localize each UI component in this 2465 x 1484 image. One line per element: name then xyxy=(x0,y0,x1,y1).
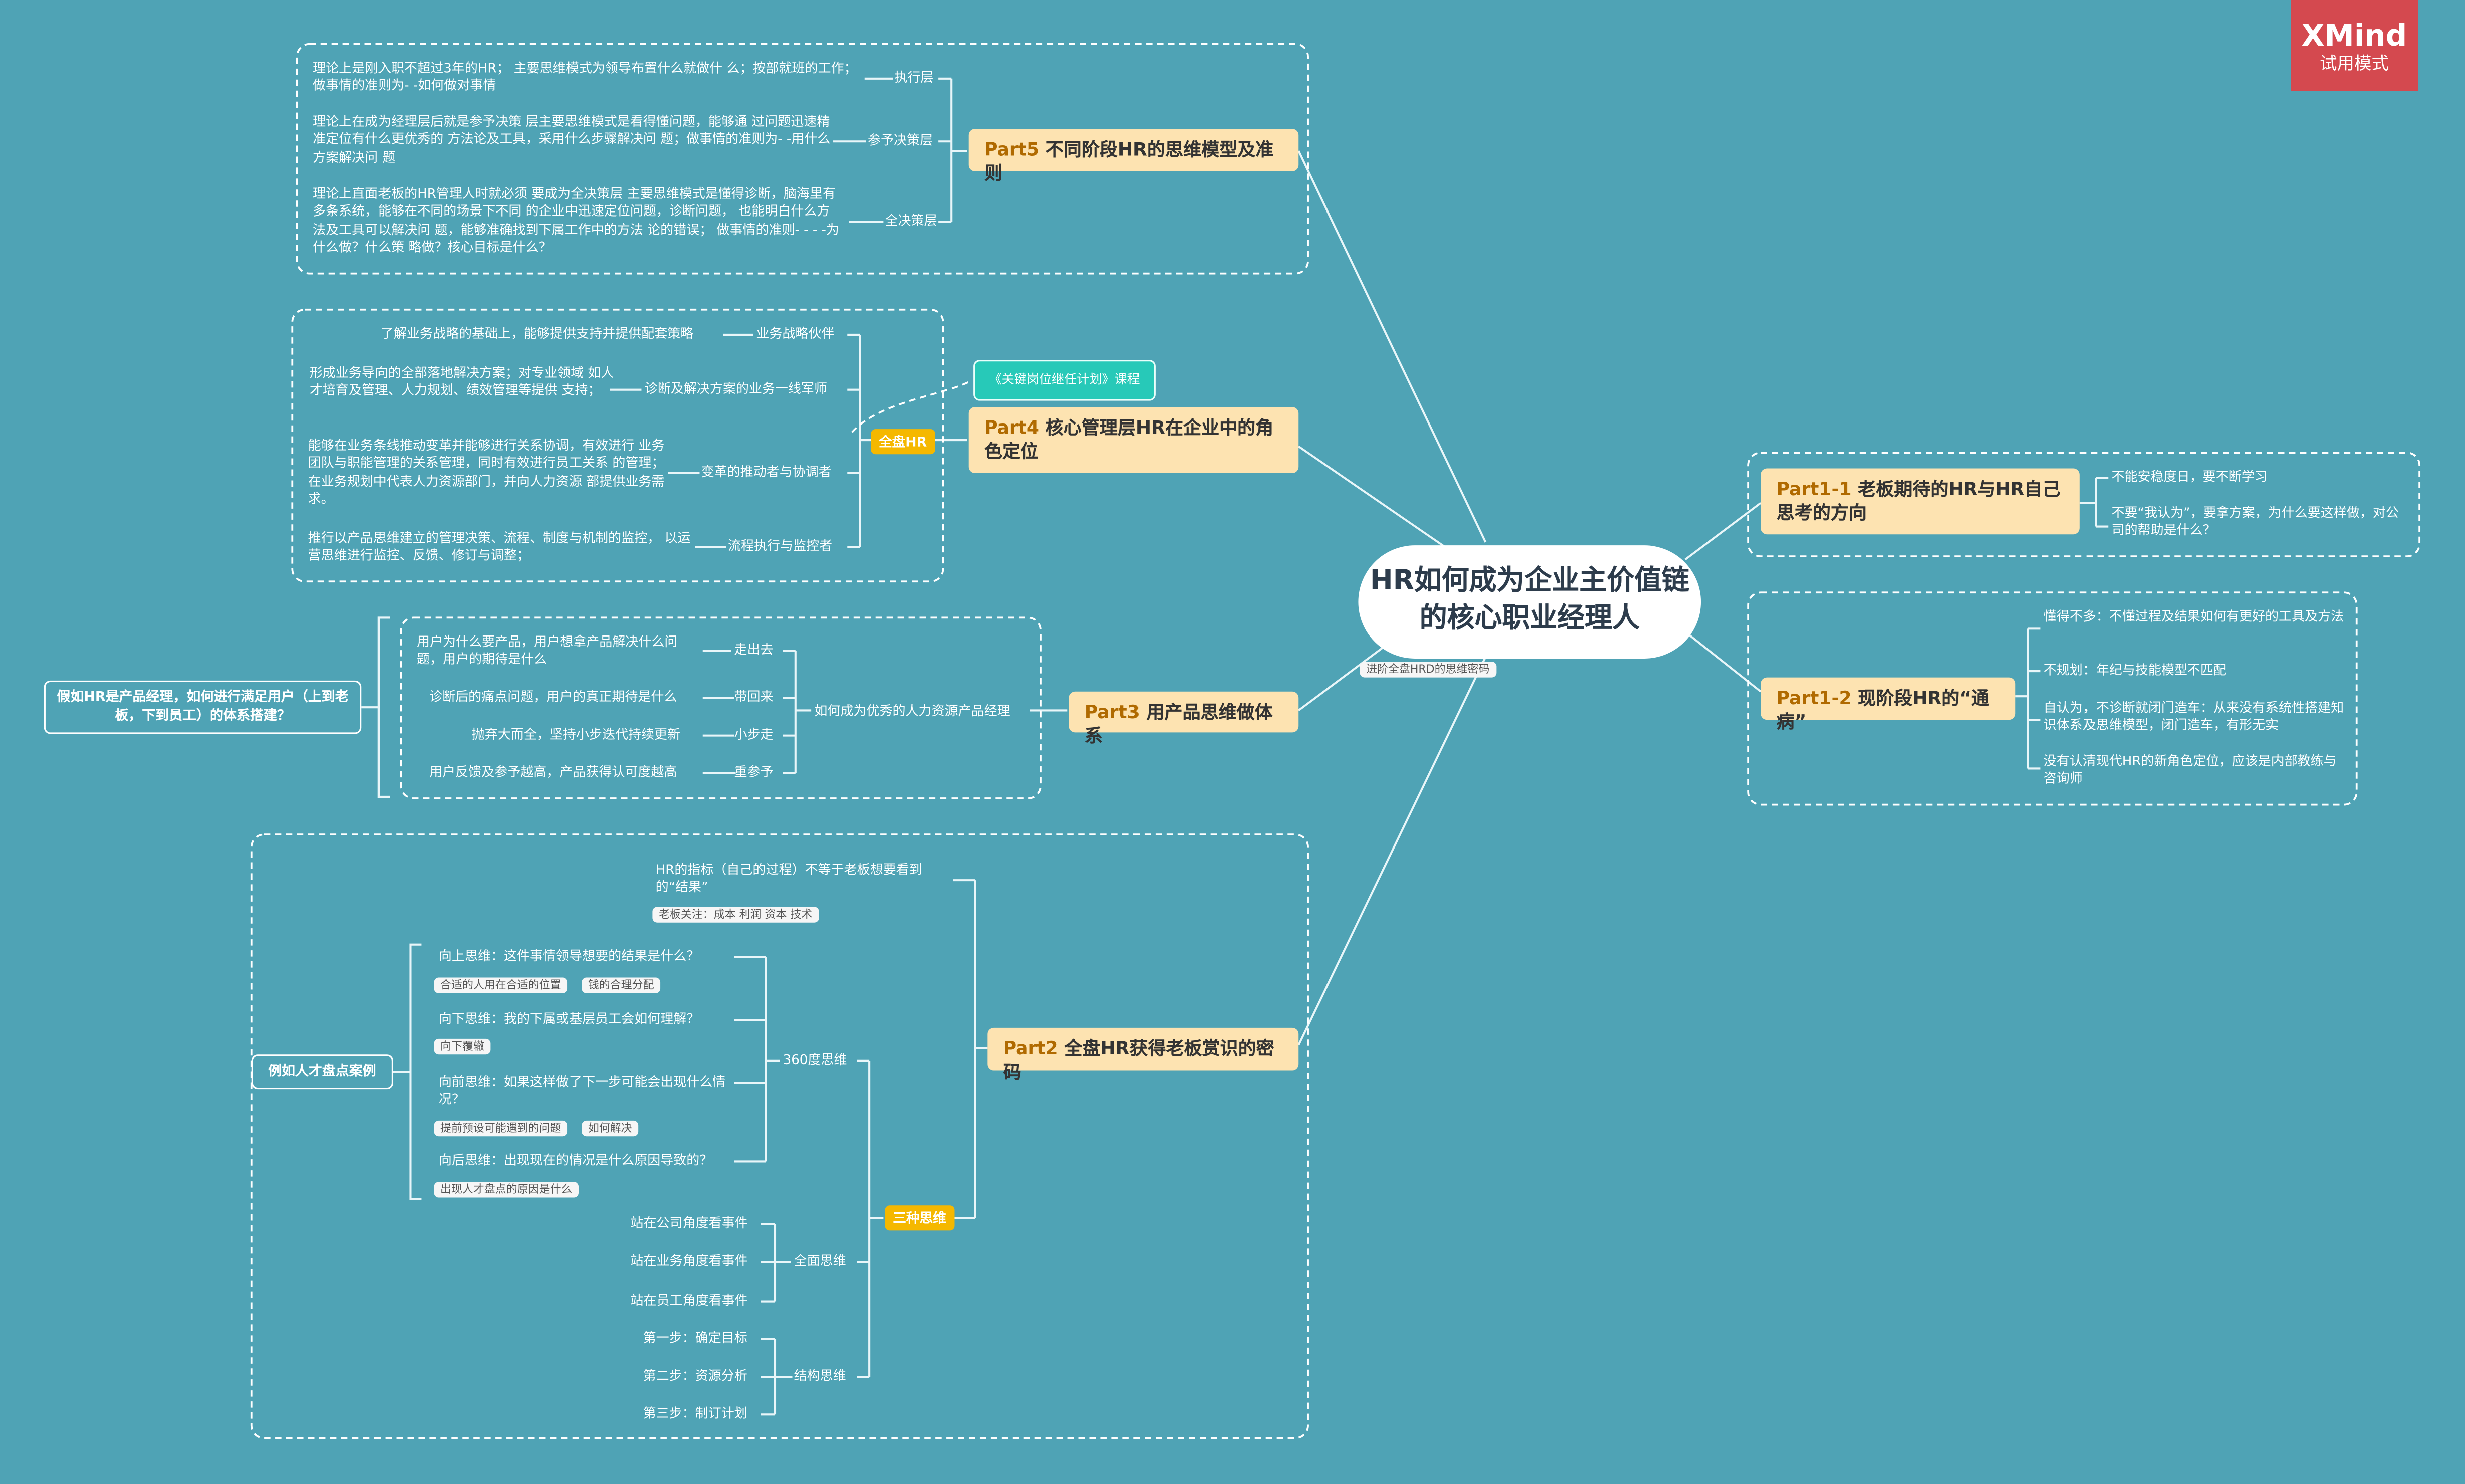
central-tag: 进阶全盘HRD的思维密码 xyxy=(1360,662,1496,678)
part4-role-label[interactable]: 流程执行与监控者 xyxy=(727,537,833,553)
part4-role-desc[interactable]: 形成业务导向的全部落地解决方案；对专业领域 如人才培育及管理、人力规划、绩效管理… xyxy=(309,364,614,398)
part4-topic[interactable]: Part4 核心管理层HR在企业中的角色定位 xyxy=(968,407,1299,473)
part3-step-desc[interactable]: 诊断后的痛点问题，用户的真正期待是什么 xyxy=(429,688,677,704)
thinking-item[interactable]: 向上思维：这件事情领导想要的结果是什么？ xyxy=(438,947,700,964)
whole-thinking-item[interactable]: 站在公司角度看事件 xyxy=(630,1215,748,1231)
part3-title: 用产品思维做体系 xyxy=(1084,701,1273,747)
part4-role-label[interactable]: 业务战略伙伴 xyxy=(756,325,835,341)
part4-role-label[interactable]: 诊断及解决方案的业务一线军师 xyxy=(644,380,828,396)
part5-number: Part5 xyxy=(984,138,1040,160)
part4-role-desc[interactable]: 推行以产品思维建立的管理决策、流程、制度与机制的监控， 以运营思维进行监控、反馈… xyxy=(308,529,691,563)
three-thinking-badge[interactable]: 三种思维 xyxy=(885,1205,955,1231)
brand-name: XMind xyxy=(2301,19,2407,54)
part4-number: Part4 xyxy=(984,416,1040,439)
thinking-tag: 合适的人用在合适的位置 xyxy=(434,977,568,993)
part4-title: 核心管理层HR在企业中的角色定位 xyxy=(984,416,1274,462)
part5-level-label[interactable]: 执行层 xyxy=(894,69,934,85)
case-note[interactable]: 例如人才盘点案例 xyxy=(251,1054,393,1090)
part1-1-item[interactable]: 不要“我认为”，要拿方案，为什么要这样做，对公司的帮助是什么？ xyxy=(2111,504,2399,538)
part5-title: 不同阶段HR的思维模型及准则 xyxy=(984,138,1274,184)
part3-step-desc[interactable]: 抛弃大而全，坚持小步迭代持续更新 xyxy=(471,726,681,742)
part5-level-desc[interactable]: 理论上直面老板的HR管理人时就必须 要成为全决策层 主要思维模式是懂得诊断，脑海… xyxy=(313,185,839,255)
part3-step-label[interactable]: 带回来 xyxy=(734,688,774,704)
thinking-tag: 钱的合理分配 xyxy=(582,977,661,993)
thinking-tag: 如何解决 xyxy=(582,1120,639,1137)
part3-step-desc[interactable]: 用户为什么要产品，用户想拿产品解决什么问 题，用户的期待是什么 xyxy=(417,633,678,667)
thinking-tag: 提前预设可能遇到的问题 xyxy=(434,1120,568,1137)
part3-number: Part3 xyxy=(1084,701,1140,723)
thinking-tag: 出现人才盘点的原因是什么 xyxy=(434,1182,579,1198)
part1-1-item[interactable]: 不能安稳度日，要不断学习 xyxy=(2111,468,2268,484)
thinking-item[interactable]: 向下思维：我的下属或基层员工会如何理解？ xyxy=(438,1010,700,1026)
part4-role-desc[interactable]: 了解业务战略的基础上，能够提供支持并提供配套策略 xyxy=(380,325,694,341)
thinking-360-label[interactable]: 360度思维 xyxy=(783,1051,847,1068)
part2-number: Part2 xyxy=(1003,1037,1058,1059)
part5-level-label[interactable]: 全决策层 xyxy=(885,212,937,228)
part1-1-topic[interactable]: Part1-1 老板期待的HR与HR自己思考的方向 xyxy=(1761,468,2080,535)
part3-question[interactable]: 如何成为优秀的人力资源产品经理 xyxy=(814,702,1010,719)
central-topic[interactable]: HR如何成为企业主价值链的核心职业经理人 xyxy=(1358,545,1701,659)
part4-role-desc[interactable]: 能够在业务条线推动变革并能够进行关系协调，有效进行 业务团队与职能管理的关系管理… xyxy=(308,437,665,506)
part2-metric[interactable]: HR的指标（自己的过程）不等于老板想要看到的“结果” xyxy=(655,861,922,895)
whole-thinking-item[interactable]: 站在员工角度看事件 xyxy=(630,1292,748,1308)
thinking-tag: 向下覆辙 xyxy=(434,1038,491,1055)
part5-level-desc[interactable]: 理论上在成为经理层后就是参予决策 层主要思维模式是看得懂问题，能够通 过问题迅速… xyxy=(313,113,831,164)
part1-1-title: 老板期待的HR与HR自己思考的方向 xyxy=(1776,478,2061,524)
part5-topic[interactable]: Part5 不同阶段HR的思维模型及准则 xyxy=(968,129,1299,184)
part1-2-topic[interactable]: Part1-2 现阶段HR的“通病” xyxy=(1761,677,2016,732)
course-link[interactable]: 《关键岗位继任计划》课程 xyxy=(973,360,1156,401)
brand-mode: 试用模式 xyxy=(2320,53,2389,74)
xmind-brand-badge: XMind 试用模式 xyxy=(2291,0,2418,91)
part3-topic[interactable]: Part3 用产品思维做体系 xyxy=(1069,691,1299,747)
part3-step-desc[interactable]: 用户反馈及参予越高，产品获得认可度越高 xyxy=(429,764,677,780)
part1-2-title: 现阶段HR的“通病” xyxy=(1776,687,1990,733)
part1-2-item[interactable]: 没有认清现代HR的新角色定位，应该是内部教练与咨询师 xyxy=(2043,753,2337,786)
part1-2-item[interactable]: 懂得不多：不懂过程及结果如何有更好的工具及方法 xyxy=(2043,608,2344,624)
structure-thinking-label[interactable]: 结构思维 xyxy=(794,1367,846,1383)
structure-step[interactable]: 第二步：资源分析 xyxy=(643,1367,747,1383)
part5-level-label[interactable]: 参予决策层 xyxy=(868,132,933,148)
boss-focus-tag: 老板关注：成本 利润 资本 技术 xyxy=(652,907,819,923)
part5-level-desc[interactable]: 理论上是刚入职不超过3年的HR； 主要思维模式为领导布置什么就做什 么；按部就班… xyxy=(313,60,857,93)
part4-role-label[interactable]: 变革的推动者与协调者 xyxy=(701,464,832,480)
part1-1-number: Part1-1 xyxy=(1776,478,1852,500)
whole-thinking-item[interactable]: 站在业务角度看事件 xyxy=(630,1252,748,1268)
thinking-item[interactable]: 向后思维：出现现在的情况是什么原因导致的？ xyxy=(438,1152,713,1168)
part2-topic[interactable]: Part2 全盘HR获得老板赏识的密码 xyxy=(987,1027,1299,1083)
whole-thinking-label[interactable]: 全面思维 xyxy=(794,1252,846,1268)
part3-step-label[interactable]: 重参予 xyxy=(734,764,774,780)
part3-step-label[interactable]: 小步走 xyxy=(734,726,774,742)
thinking-item[interactable]: 向前思维：如果这样做了下一步可能会出现什么情况？ xyxy=(438,1073,726,1107)
full-hr-badge[interactable]: 全盘HR xyxy=(871,429,935,455)
structure-step[interactable]: 第一步：确定目标 xyxy=(643,1329,747,1346)
part1-2-item[interactable]: 不规划：年纪与技能模型不匹配 xyxy=(2043,662,2226,678)
part3-note[interactable]: 假如HR是产品经理，如何进行满足用户（上到老板，下到员工）的体系搭建？ xyxy=(44,680,362,734)
part3-step-label[interactable]: 走出去 xyxy=(734,641,774,657)
structure-step[interactable]: 第三步：制订计划 xyxy=(643,1405,747,1421)
part2-title: 全盘HR获得老板赏识的密码 xyxy=(1003,1037,1274,1083)
part1-2-number: Part1-2 xyxy=(1776,687,1852,709)
part1-2-item[interactable]: 自认为，不诊断就闭门造车：从来没有系统性搭建知识体系及思维模型，闭门造车，有形无… xyxy=(2043,699,2344,733)
